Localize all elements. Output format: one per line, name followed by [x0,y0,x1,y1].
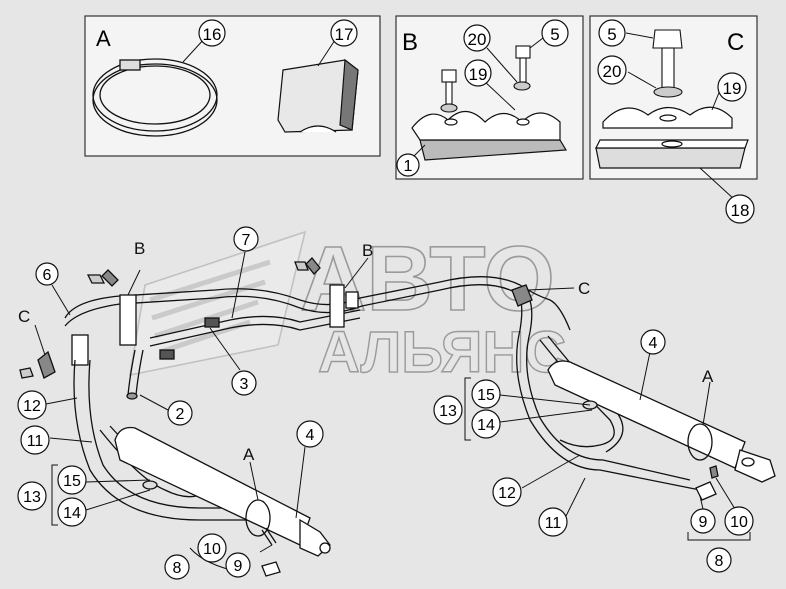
callout-11-left: 11 [27,433,44,450]
callout-5-b: 5 [550,25,559,44]
inset-c-label: C [727,29,744,56]
callout-19-c: 19 [723,79,742,98]
hose-clamp-ring [92,58,218,137]
callout-13-right: 13 [439,403,457,420]
callout-16: 16 [203,25,222,44]
callout-20-c: 20 [603,62,622,81]
callout-9-left: 9 [234,558,243,575]
callout-12-right: 12 [498,485,516,502]
label-c-left: C [18,307,30,326]
bolt-c [652,29,683,98]
watermark-logo-shape [129,230,307,377]
callout-13-left: 13 [23,489,41,506]
callout-4-left: 4 [306,427,315,444]
callout-12-left: 12 [23,398,41,415]
label-b-middle: B [362,241,373,260]
callout-11-right: 11 [545,515,562,532]
callout-8-left: 8 [173,560,182,577]
label-a-right: A [702,367,714,386]
callout-14-left: 14 [63,505,81,522]
watermark-text-line2: АЛЬЯНС [318,320,566,385]
clamp-plate-b [411,110,568,161]
callout-6: 6 [43,267,52,284]
inset-c: C 5 20 19 18 [589,15,758,224]
callout-4-right: 4 [649,335,658,352]
callout-20-b: 20 [468,30,487,49]
clamp-plate-c [595,106,749,169]
label-b-left: B [134,239,145,258]
rubber-pad-block [277,58,359,133]
callout-8-right: 8 [715,553,724,570]
callout-15-right: 15 [477,387,495,404]
bolt-b-left [440,69,458,113]
callout-5-c: 5 [607,25,616,44]
callout-1-b: 1 [404,158,413,175]
label-c-right: C [578,279,590,298]
callout-9-right: 9 [699,514,708,531]
callout-10-left: 10 [203,541,221,558]
bolt-b-right [513,45,531,91]
callout-18-c: 18 [731,201,750,220]
left-hose-assembly [19,257,521,577]
inset-b: B 20 5 19 1 [395,15,584,180]
inset-a: A 16 17 [84,15,381,157]
callout-10-right: 10 [730,514,748,531]
main-callouts: 7 6 3 2 12 11 13 15 14 4 10 9 8 4 13 15 … [17,226,754,580]
callout-19-b: 19 [469,65,488,84]
callout-2: 2 [176,406,185,423]
callout-3: 3 [240,376,249,393]
inset-b-label: B [402,29,418,56]
callout-7: 7 [242,232,251,249]
callout-15-left: 15 [63,473,81,490]
main-letters: B B C C A A [18,239,714,464]
callout-17: 17 [335,25,354,44]
watermark: АВТО АЛЬЯНС [129,227,567,386]
label-a-left: A [243,445,255,464]
leader-lines [34,251,751,573]
inset-a-label: A [96,26,111,51]
callout-14-right: 14 [477,417,495,434]
